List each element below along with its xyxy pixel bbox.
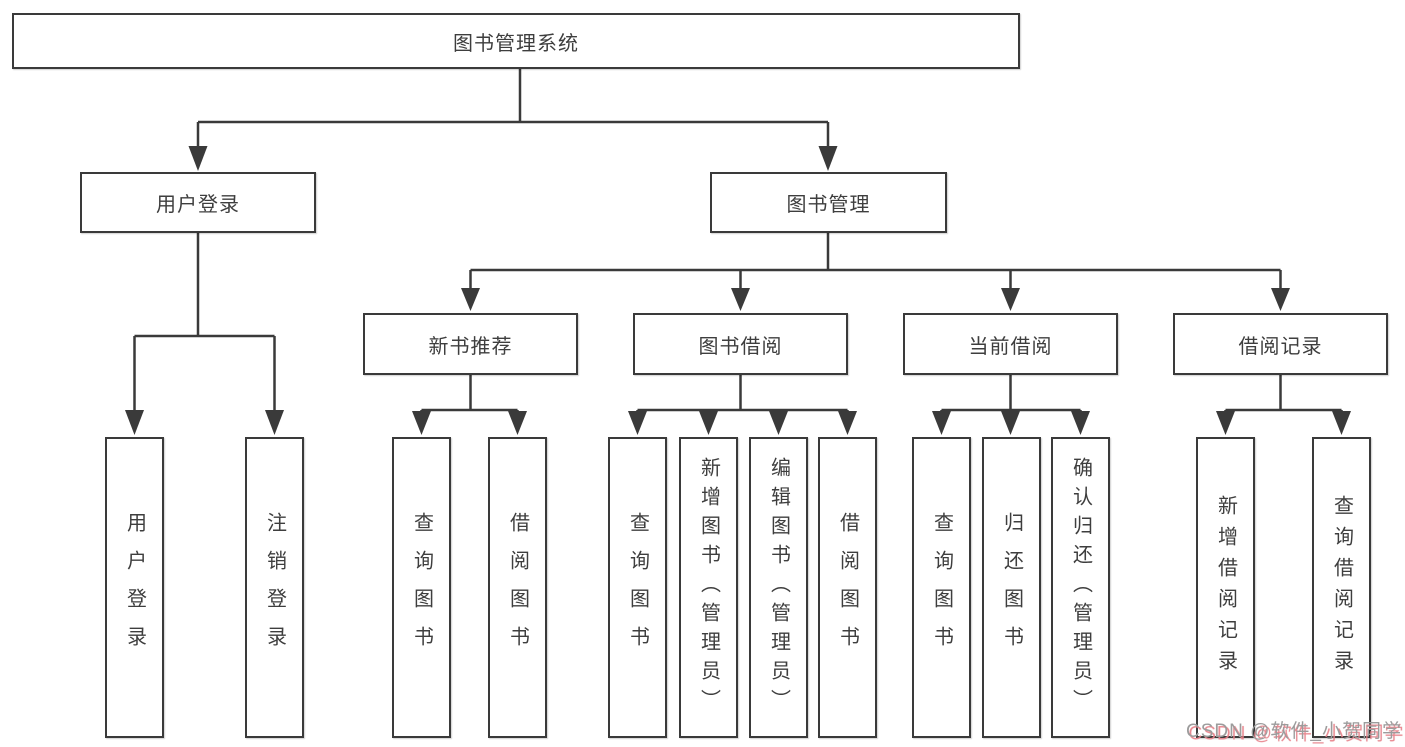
node-new-book-rec: 新书推荐 (363, 313, 578, 375)
node-current-borrow: 当前借阅 (903, 313, 1118, 375)
node-root-label: 图书管理系统 (453, 32, 579, 55)
node-leaf-logout: 注销登录 (245, 437, 304, 738)
edge-bookborrow-to-leaves (636, 375, 849, 414)
node-leaf-edit-book: 编辑图书（管理员） (749, 437, 808, 738)
node-leaf-query-book-2-label: 查询图书 (626, 511, 649, 664)
node-leaf-return-book-label: 归还图书 (1000, 511, 1023, 664)
node-leaf-edit-book-label: 编辑图书（管理员） (767, 457, 790, 718)
edge-currentborrow-to-leaves (940, 375, 1082, 414)
node-user-login: 用户登录 (80, 172, 316, 233)
edge-borrowrecords-to-leaves (1224, 375, 1343, 414)
node-leaf-borrow-book-1-label: 借阅图书 (506, 511, 529, 664)
arrowheads (125, 146, 1351, 435)
node-book-mgmt: 图书管理 (710, 172, 947, 233)
node-leaf-logout-label: 注销登录 (263, 511, 286, 664)
node-leaf-add-record: 新增借阅记录 (1196, 437, 1255, 738)
node-leaf-query-book-1-label: 查询图书 (410, 511, 433, 664)
node-current-borrow-label: 当前借阅 (968, 335, 1053, 358)
node-leaf-query-book-1: 查询图书 (392, 437, 451, 738)
node-leaf-query-record: 查询借阅记录 (1312, 437, 1371, 738)
node-leaf-query-book-2: 查询图书 (608, 437, 667, 738)
node-leaf-add-record-label: 新增借阅记录 (1214, 494, 1237, 681)
edge-bookmgmt-to-level3 (469, 233, 1282, 291)
node-leaf-query-book-3: 查询图书 (912, 437, 971, 738)
node-book-borrow: 图书借阅 (633, 313, 848, 375)
edge-newbookrec-to-leaves (420, 375, 519, 414)
node-leaf-borrow-book-2-label: 借阅图书 (836, 511, 859, 664)
node-borrow-records-label: 借阅记录 (1238, 335, 1323, 358)
node-book-mgmt-label: 图书管理 (786, 194, 871, 216)
node-leaf-borrow-book-1: 借阅图书 (488, 437, 547, 738)
node-leaf-add-book: 新增图书（管理员） (679, 437, 738, 738)
node-leaf-confirm-return: 确认归还（管理员） (1051, 437, 1110, 738)
edge-userlogin-to-leaves (133, 233, 276, 413)
node-leaf-confirm-return-label: 确认归还（管理员） (1069, 457, 1092, 718)
node-root: 图书管理系统 (12, 13, 1020, 69)
node-new-book-rec-label: 新书推荐 (428, 335, 513, 358)
node-book-borrow-label: 图书借阅 (698, 335, 783, 358)
node-leaf-query-record-label: 查询借阅记录 (1330, 494, 1353, 681)
node-user-login-label: 用户登录 (156, 194, 240, 216)
node-leaf-return-book: 归还图书 (982, 437, 1041, 738)
edge-root-to-level2 (196, 69, 830, 150)
node-borrow-records: 借阅记录 (1173, 313, 1388, 375)
node-leaf-user-login: 用户登录 (105, 437, 164, 738)
node-leaf-borrow-book-2: 借阅图书 (818, 437, 877, 738)
node-leaf-query-book-3-label: 查询图书 (930, 511, 953, 664)
node-leaf-add-book-label: 新增图书（管理员） (697, 457, 720, 718)
watermark: CSDN @软件_小贺同学 (1186, 721, 1402, 742)
node-leaf-user-login-label: 用户登录 (123, 511, 146, 664)
